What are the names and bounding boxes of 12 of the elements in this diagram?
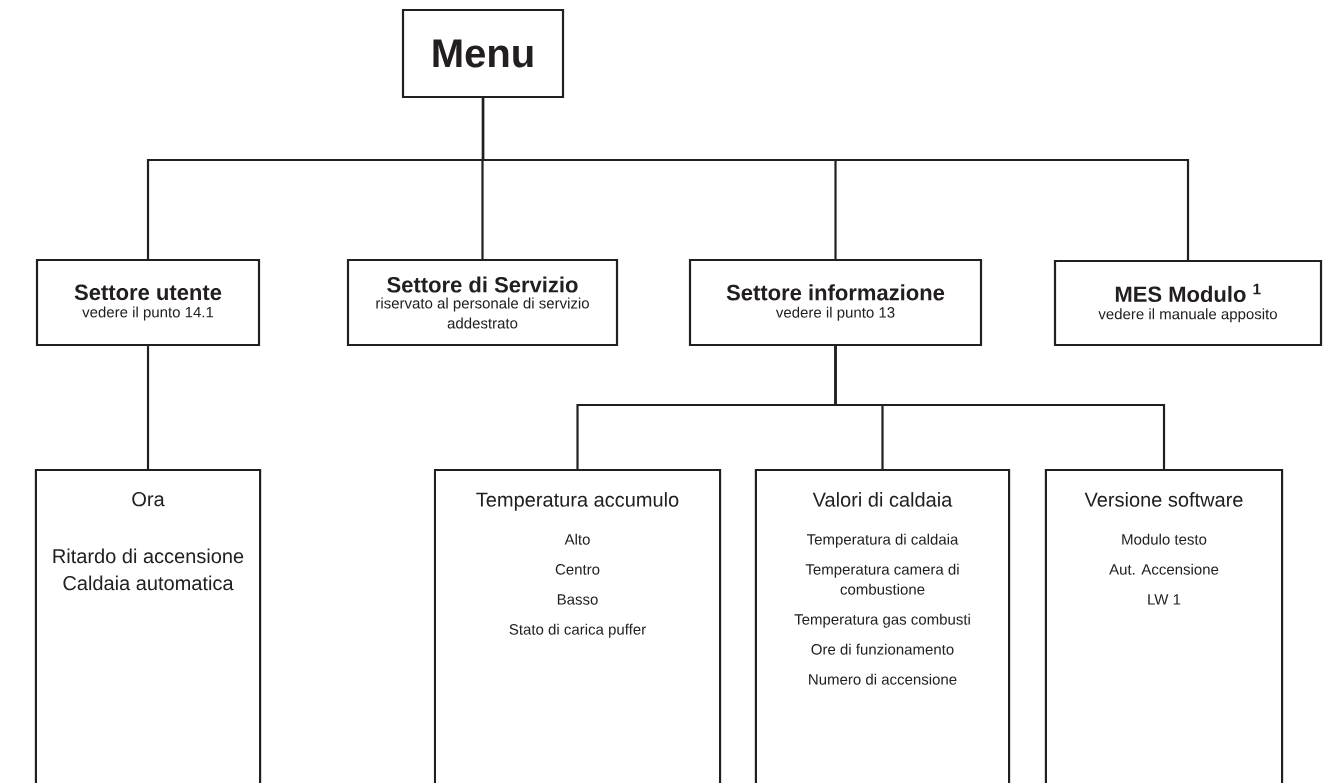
- menu-box: Menu: [401, 8, 565, 99]
- list-box: Temperatura accumulo Alto Centro Basso Stato di carica puffer: [433, 468, 722, 783]
- connector-line: [834, 346, 1166, 470]
- list-box: Versione software Modulo testo Aut. Accensione LW 1: [1044, 468, 1284, 783]
- connector-line: [481, 98, 1190, 260]
- section-box: Settore informazione vedere il punto 13: [688, 258, 983, 347]
- list-box: Valori di caldaia Temperatura di caldaia Temperatura camera di combustione Temperatura gas combusti Ore di funzionamento Numero di accensione: [754, 468, 1011, 783]
- section-box: Settore di Servizio riservato al personale di servizio addestrato: [346, 258, 619, 347]
- list-box: Ora Ritardo di accensione Caldaia automatica: [34, 468, 262, 783]
- section-box: MES Modulo $^{1}$ vedere il manuale apposito: [1053, 259, 1323, 347]
- connector-line: [146, 346, 150, 470]
- section-box: Settore utente vedere il punto 14.1: [35, 258, 261, 347]
